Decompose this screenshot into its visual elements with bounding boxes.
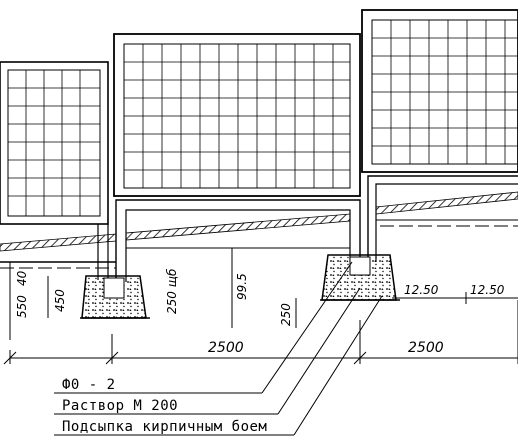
dimension-lines [3, 248, 518, 365]
dim-9950: 99.5 [235, 273, 249, 300]
dim-250-foundation: 250 щб [165, 268, 179, 314]
right-foundation-block [320, 254, 400, 301]
left-foundation-block [80, 275, 150, 319]
left-fence-panel [0, 61, 109, 280]
dim-550: 550 [15, 295, 29, 318]
dim-40: 40 [15, 270, 29, 286]
legend-mortar: Раствор М 200 [62, 398, 179, 414]
dim-1250-left: 12.50 [404, 283, 439, 297]
dim-2500-left: 2500 [208, 340, 244, 356]
middle-fence-panel [113, 33, 361, 282]
dim-250: 250 [279, 303, 293, 326]
ground-profile [0, 191, 518, 269]
right-fence-panel [361, 9, 518, 262]
dim-450: 450 [53, 289, 67, 312]
dim-1250-right: 12.50 [470, 283, 505, 297]
dim-2500-right: 2500 [408, 340, 444, 356]
legend-brick-fill: Подсыпка кирпичным боем [62, 419, 268, 435]
legend-rebar: Ф0 - 2 [62, 377, 116, 393]
leader-lines [54, 261, 383, 436]
